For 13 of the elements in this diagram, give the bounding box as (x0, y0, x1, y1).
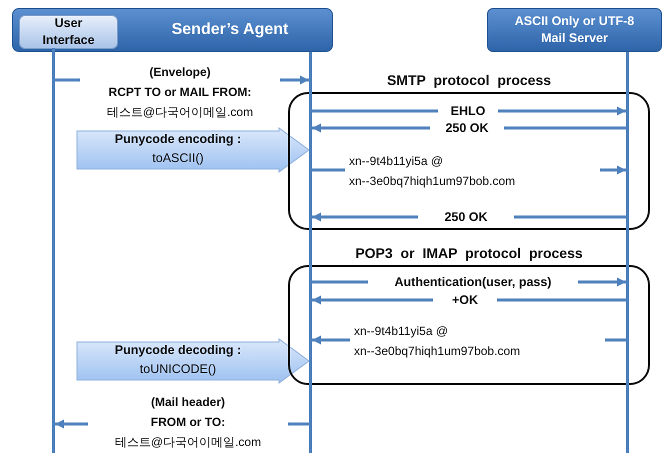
group-title: SMTP protocol process (386, 72, 552, 88)
edge-label: Punycode encoding : toASCII() (114, 131, 242, 167)
lifeline (626, 52, 629, 453)
header-title: Sender’s Agent (170, 21, 290, 39)
block-arrow (76, 127, 310, 173)
header-band (12, 8, 333, 52)
lifeline-header: User Interface (19, 15, 118, 49)
lifeline (52, 48, 55, 453)
lifeline-header: ASCII Only or UTF-8 Mail Server (487, 8, 662, 52)
group-title: POP3 or IMAP protocol process (354, 245, 584, 261)
edge-label: Punycode decoding : toUNICODE() (114, 342, 242, 378)
lifeline (309, 52, 312, 453)
block-arrow (76, 338, 310, 384)
